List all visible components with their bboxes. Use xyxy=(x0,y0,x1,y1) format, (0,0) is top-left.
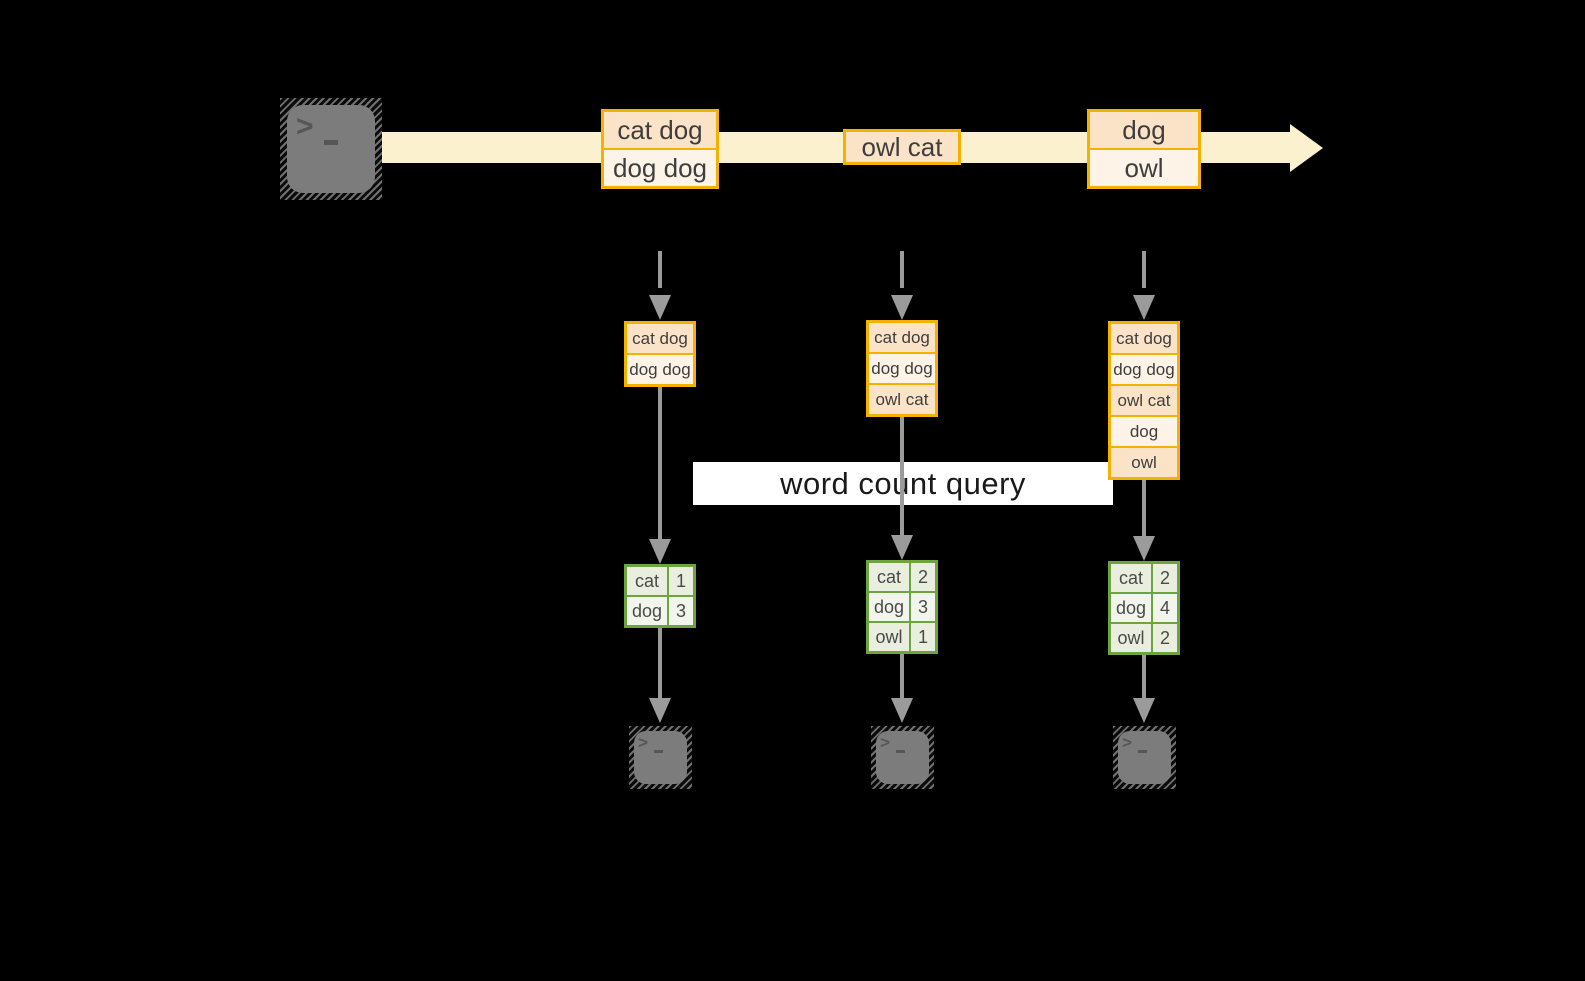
sink-arrow-3-head xyxy=(1133,698,1155,723)
prompt-underscore xyxy=(654,750,663,753)
terminal-screen xyxy=(634,731,687,784)
stream-record-2: owl cat xyxy=(843,129,961,165)
prompt-underscore xyxy=(896,750,905,753)
prompt-chevron-icon: > xyxy=(880,733,890,752)
count-value: 3 xyxy=(911,593,935,621)
stream-record-1: cat dog dog dog xyxy=(601,109,719,189)
stream-record-row: dog xyxy=(1090,112,1198,148)
query-arrow-2 xyxy=(900,417,904,535)
sink-terminal-icon-2: > xyxy=(871,726,934,789)
sink-arrow-1 xyxy=(658,628,662,698)
count-table-1: cat 1 dog 3 xyxy=(624,564,696,628)
window-row: cat dog xyxy=(627,324,693,353)
window-row: dog dog xyxy=(869,352,935,383)
count-word: owl xyxy=(869,623,909,651)
prompt-underscore xyxy=(1138,750,1147,753)
query-arrow-1 xyxy=(658,387,662,539)
count-value: 4 xyxy=(1153,594,1177,622)
stream-record-row: cat dog xyxy=(604,112,716,148)
window-row: cat dog xyxy=(869,323,935,352)
prompt-underscore xyxy=(324,140,338,145)
stream-arrow-head xyxy=(1290,124,1323,172)
stream-record-row: owl cat xyxy=(846,132,958,162)
dashed-arrow-3 xyxy=(1142,251,1146,288)
dashed-arrow-2-head xyxy=(891,295,913,320)
count-word: dog xyxy=(627,597,667,625)
prompt-chevron-icon: > xyxy=(1122,733,1132,752)
dashed-arrow-2 xyxy=(900,251,904,288)
sink-arrow-1-head xyxy=(649,698,671,723)
window-row: owl cat xyxy=(869,383,935,414)
prompt-chevron-icon: > xyxy=(638,733,648,752)
window-box-1: cat dog dog dog xyxy=(624,321,696,387)
count-value: 2 xyxy=(1153,564,1177,592)
dashed-arrow-1-head xyxy=(649,295,671,320)
terminal-screen xyxy=(1118,731,1171,784)
stream-record-row: dog dog xyxy=(604,148,716,186)
sink-terminal-icon-3: > xyxy=(1113,726,1176,789)
count-value: 3 xyxy=(669,597,693,625)
sink-arrow-2 xyxy=(900,654,904,698)
window-row: owl xyxy=(1111,446,1177,477)
stream-record-3: dog owl xyxy=(1087,109,1201,189)
stream-record-row: owl xyxy=(1090,148,1198,186)
window-box-3: cat dog dog dog owl cat dog owl xyxy=(1108,321,1180,480)
count-value: 2 xyxy=(911,563,935,591)
query-arrow-2-head xyxy=(891,535,913,560)
query-arrow-3-head xyxy=(1133,536,1155,561)
count-table-2: cat 2 dog 3 owl 1 xyxy=(866,560,938,654)
terminal-screen xyxy=(876,731,929,784)
count-word: cat xyxy=(869,563,909,591)
sink-terminal-icon-1: > xyxy=(629,726,692,789)
count-word: cat xyxy=(1111,564,1151,592)
query-arrow-1-head xyxy=(649,539,671,564)
sink-arrow-3 xyxy=(1142,655,1146,698)
count-word: cat xyxy=(627,567,667,595)
window-row: owl cat xyxy=(1111,384,1177,415)
sink-arrow-2-head xyxy=(891,698,913,723)
count-word: owl xyxy=(1111,624,1151,652)
count-value: 1 xyxy=(911,623,935,651)
count-table-3: cat 2 dog 4 owl 2 xyxy=(1108,561,1180,655)
dashed-arrow-3-head xyxy=(1133,295,1155,320)
window-row: dog dog xyxy=(627,353,693,384)
window-row: dog dog xyxy=(1111,353,1177,384)
query-arrow-3 xyxy=(1142,480,1146,536)
terminal-screen xyxy=(287,105,375,193)
source-terminal-icon: > xyxy=(280,98,382,200)
count-value: 2 xyxy=(1153,624,1177,652)
count-word: dog xyxy=(1111,594,1151,622)
window-box-2: cat dog dog dog owl cat xyxy=(866,320,938,417)
window-row: cat dog xyxy=(1111,324,1177,353)
prompt-chevron-icon: > xyxy=(296,110,314,143)
dashed-arrow-1 xyxy=(658,251,662,288)
count-value: 1 xyxy=(669,567,693,595)
count-word: dog xyxy=(869,593,909,621)
window-row: dog xyxy=(1111,415,1177,446)
